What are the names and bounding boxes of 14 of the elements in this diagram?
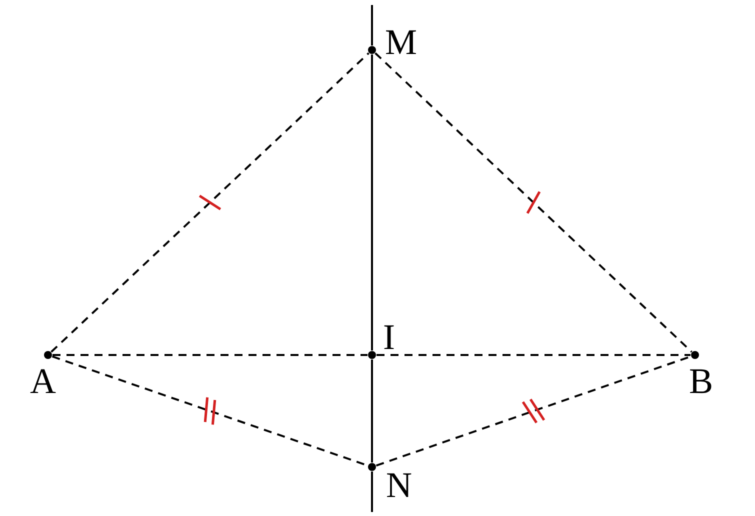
dashed-segment (374, 52, 692, 353)
point-label: N (386, 467, 412, 503)
point-label: A (30, 363, 56, 399)
line-segment (371, 360, 373, 462)
line-segment (371, 54, 373, 350)
dashed-segment (50, 52, 370, 353)
point-label: M (385, 24, 418, 60)
point-label: B (689, 363, 714, 399)
point-label: I (383, 319, 395, 355)
dashed-segment (376, 356, 692, 466)
dashed-segment (52, 354, 368, 356)
dashed-segment (376, 354, 690, 356)
line-segment (371, 5, 373, 46)
line-segment (371, 472, 373, 512)
